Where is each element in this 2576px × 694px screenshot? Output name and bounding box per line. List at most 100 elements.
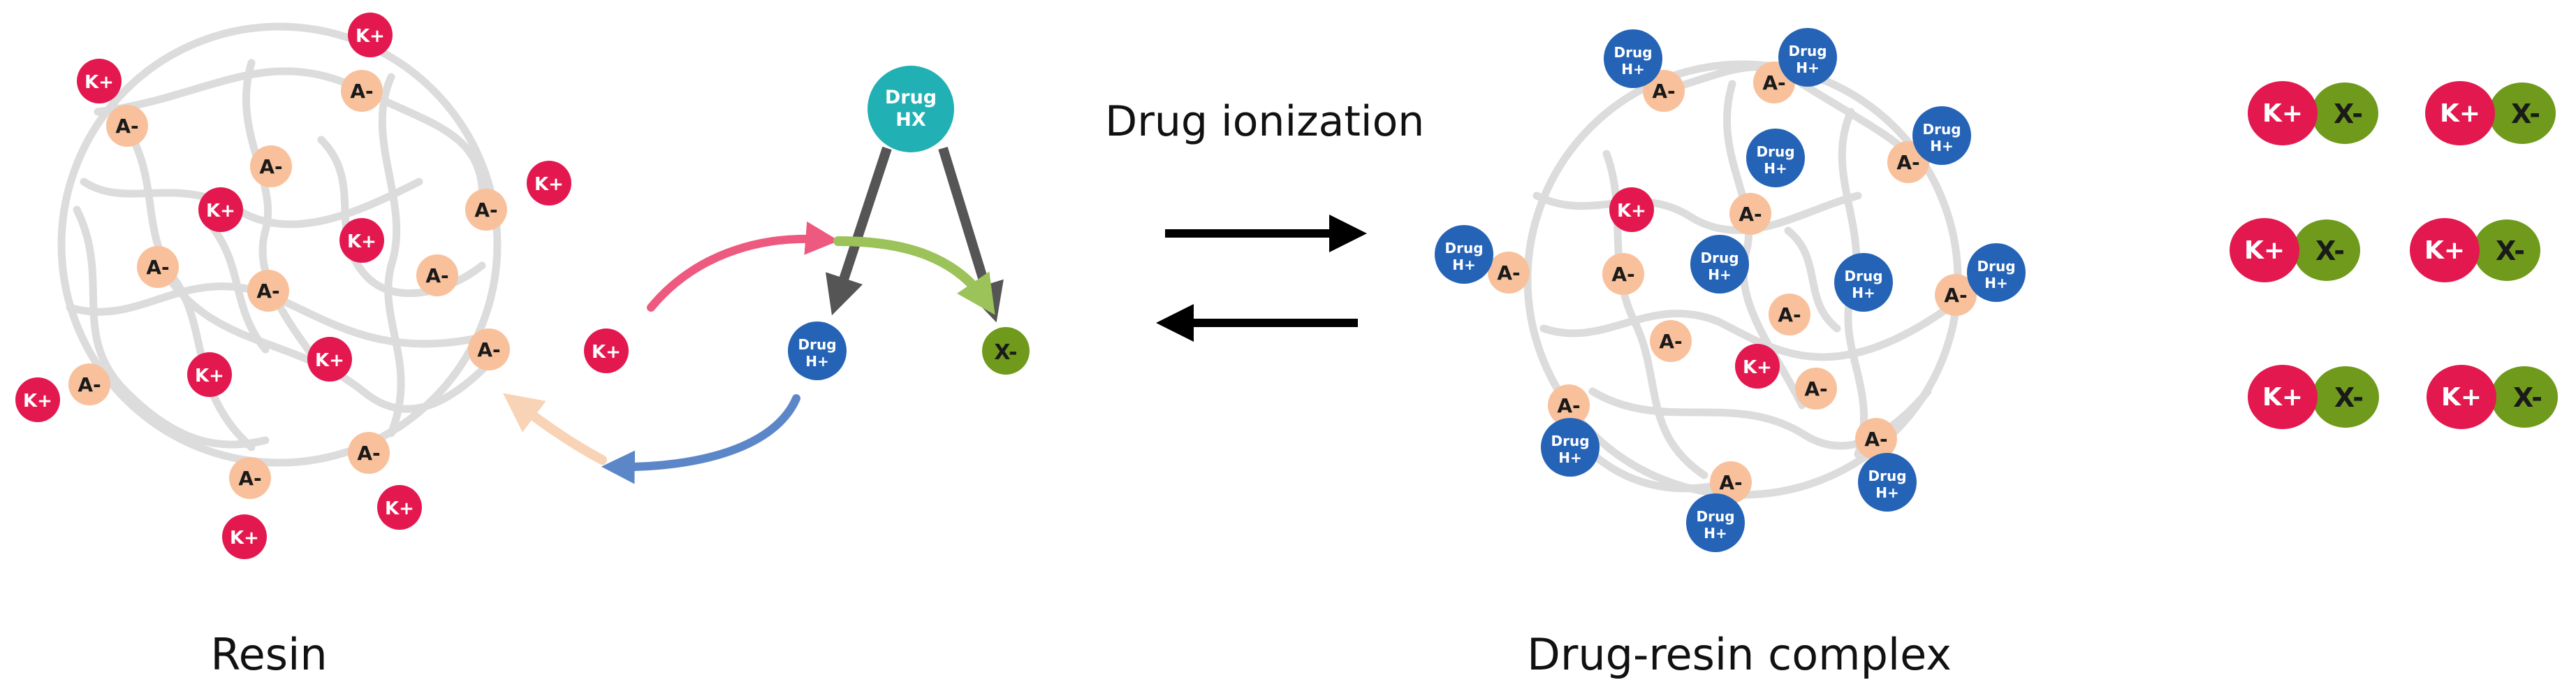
potassium-ion: K+ (348, 13, 393, 57)
svg-text:A-: A- (1652, 80, 1675, 103)
drug-neutral-molecule: Drug HX (868, 66, 954, 152)
svg-text:Drug: Drug (1551, 433, 1589, 449)
svg-text:X-: X- (2334, 382, 2364, 413)
svg-text:H+: H+ (1852, 284, 1875, 301)
svg-text:H+: H+ (1764, 160, 1787, 177)
svg-text:A-: A- (1896, 151, 1919, 174)
svg-text:Drug: Drug (1868, 468, 1906, 484)
anion-site: A- (1488, 252, 1530, 294)
svg-text:X-: X- (2334, 99, 2363, 129)
potassium-ion: K+ (339, 218, 384, 263)
svg-text:X-: X- (2496, 236, 2525, 266)
potassium-ion: K+ (187, 352, 232, 397)
svg-text:A-: A- (1719, 471, 1742, 494)
svg-text:Drug: Drug (1444, 240, 1483, 256)
complex-label: Drug-resin complex (1527, 629, 1952, 680)
svg-text:H+: H+ (1452, 256, 1476, 273)
svg-text:K+: K+ (534, 174, 564, 195)
svg-text:A-: A- (1804, 377, 1827, 400)
anion-site: A- (1643, 70, 1685, 112)
svg-text:H+: H+ (805, 353, 829, 370)
resin-polymer-network (57, 22, 502, 467)
svg-text:H+: H+ (1984, 275, 2008, 291)
svg-text:A-: A- (474, 198, 497, 222)
svg-text:Drug: Drug (1788, 43, 1827, 59)
svg-text:H+: H+ (1708, 266, 1732, 283)
ionization-cycle: Drug HX K+ Drug H+ X- (503, 66, 1030, 484)
svg-text:Drug: Drug (885, 87, 937, 108)
svg-text:X-: X- (994, 340, 1017, 365)
svg-text:K+: K+ (592, 342, 621, 363)
svg-text:K+: K+ (23, 391, 52, 412)
potassium-ion: K+ (198, 187, 243, 232)
potassium-ion: K+ (77, 59, 122, 103)
anion-site: A- (1769, 294, 1810, 335)
anion-site: A- (137, 246, 179, 288)
svg-text:A-: A- (1557, 394, 1580, 417)
svg-text:A-: A- (1739, 203, 1762, 226)
svg-text:H+: H+ (1558, 449, 1582, 466)
svg-text:A-: A- (477, 338, 500, 361)
free-potassium-ion: K+ (584, 328, 629, 373)
svg-text:A-: A- (357, 442, 380, 465)
anion-site: A- (1650, 320, 1692, 362)
svg-text:H+: H+ (1621, 61, 1645, 78)
svg-text:A-: A- (238, 467, 261, 490)
svg-text:A-: A- (425, 264, 448, 287)
anion-site: A- (1855, 418, 1897, 460)
svg-text:A-: A- (1762, 71, 1785, 94)
svg-text:X-: X- (2315, 236, 2345, 266)
equilibrium-arrows (1156, 215, 1367, 342)
salt-pair: K+ X- (2427, 365, 2558, 429)
potassium-ion: K+ (1735, 344, 1780, 389)
anion-site: A- (1710, 461, 1752, 503)
svg-text:A-: A- (78, 373, 101, 396)
anion-site: A- (341, 70, 383, 112)
svg-text:K+: K+ (2424, 236, 2465, 265)
drug-cation: Drug H+ (788, 321, 847, 380)
svg-text:K+: K+ (2262, 99, 2303, 128)
complex-potassium-ions: K+ K+ (1609, 187, 1780, 389)
svg-text:H+: H+ (1704, 525, 1727, 542)
svg-text:K+: K+ (195, 366, 224, 386)
svg-text:Drug: Drug (798, 336, 836, 353)
svg-text:A-: A- (115, 115, 138, 138)
resin-return-arrow (503, 393, 607, 465)
svg-text:A-: A- (1864, 428, 1887, 451)
process-label: Drug ionization (1105, 97, 1424, 146)
anion-site: A- (106, 105, 148, 147)
potassium-salt-pairs: K+ X- K+ X- K+ X- K+ X- K+ X- (2230, 81, 2558, 429)
svg-text:K+: K+ (2441, 383, 2482, 412)
svg-text:K+: K+ (2244, 236, 2285, 265)
anion-site: A- (1729, 193, 1771, 235)
anion-site: A- (1602, 253, 1644, 295)
svg-text:K+: K+ (206, 201, 235, 222)
svg-text:K+: K+ (347, 231, 376, 252)
svg-text:H+: H+ (1796, 59, 1820, 76)
svg-text:K+: K+ (85, 72, 114, 93)
svg-text:A-: A- (1497, 261, 1520, 284)
anion-site: A- (68, 363, 110, 405)
svg-text:A-: A- (146, 256, 169, 279)
svg-text:K+: K+ (315, 350, 344, 371)
svg-text:Drug: Drug (1922, 121, 1961, 138)
anion-site: A- (250, 145, 292, 187)
svg-text:K+: K+ (230, 528, 259, 549)
svg-text:K+: K+ (2262, 383, 2303, 412)
svg-text:Drug: Drug (1700, 250, 1739, 266)
svg-text:A-: A- (1659, 330, 1682, 353)
anion-site: A- (465, 189, 507, 231)
svg-text:A-: A- (350, 80, 373, 103)
resin-label: Resin (210, 629, 327, 680)
svg-text:Drug: Drug (1696, 508, 1734, 525)
potassium-release-arrow (647, 221, 840, 312)
dissociation-arrow-to-drug-cation (825, 146, 892, 316)
